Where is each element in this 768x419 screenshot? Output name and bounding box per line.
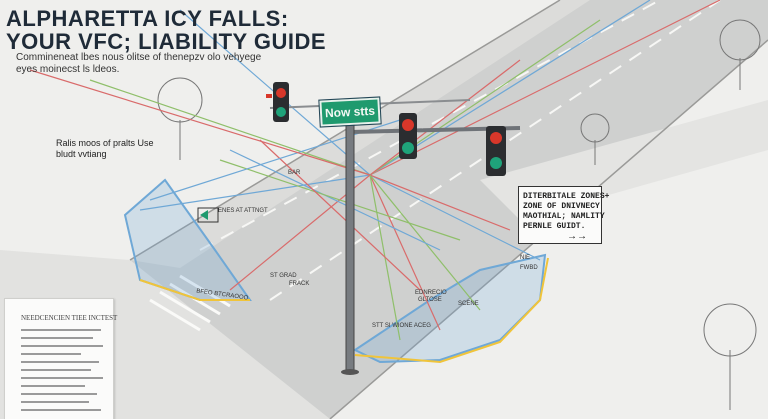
document-text-line xyxy=(21,401,89,403)
page-subtitle-title: YOUR VFC; LIABILITY GUIDE xyxy=(6,29,327,54)
callout-line-1: DITERBITALE ZONES+ xyxy=(523,192,610,201)
road-label: GLTOSE xyxy=(418,297,442,303)
arrow-icon xyxy=(200,210,208,220)
left-note-line-1: Ralis moos of pralts Use xyxy=(56,138,154,148)
road-label: STT SI WIONE ACEG xyxy=(372,323,431,329)
document-text-line xyxy=(21,345,103,347)
road-label: FWBD xyxy=(520,265,538,271)
document-text-line xyxy=(21,369,91,371)
document-text-line xyxy=(21,337,93,339)
document-text-line xyxy=(21,329,101,331)
pole-base xyxy=(341,369,359,375)
signal-pole xyxy=(345,111,355,373)
road-label: ENES AT ATTNGT xyxy=(218,208,268,214)
road-label: FRACK xyxy=(289,281,310,287)
traffic-light-icon xyxy=(399,113,417,159)
document-text-line xyxy=(21,409,101,411)
curb-line xyxy=(129,0,561,261)
arrow-icon: →→ xyxy=(567,231,587,242)
callout-line-2: ZONE OF DNIVNECY xyxy=(523,202,600,211)
traffic-light-icon xyxy=(266,82,289,122)
document-text-line xyxy=(21,377,103,379)
document-text-line xyxy=(21,393,97,395)
callout-line-4: PERNLE GUIDT. xyxy=(523,222,586,231)
left-note-line-2: bludt vvtiang xyxy=(56,149,107,159)
road-label: NIE xyxy=(520,255,531,261)
trajectory-lines xyxy=(29,0,721,341)
page-title: ALPHARETTA ICY FALLS: xyxy=(6,6,289,31)
hazard-zone-left-edge xyxy=(139,279,250,301)
document-preview: NEEDCENCIEN TIEE INCTEST xyxy=(4,298,118,419)
hazard-zone-right-edge xyxy=(354,257,549,364)
traffic-light-icon xyxy=(486,126,506,176)
road-label: EDNRECIO xyxy=(415,290,447,296)
tree-icon xyxy=(580,113,610,165)
main-road xyxy=(20,0,768,419)
intro-text-line-1: Commineneat lbes nous olitse of thenepzv… xyxy=(16,52,262,63)
callout-line-3: MAOTHIAL; NAMLITY xyxy=(523,212,605,221)
document-text-line xyxy=(21,385,85,387)
document-text-line xyxy=(21,353,81,355)
tree-icon xyxy=(703,303,757,410)
road-shoulder xyxy=(130,0,590,268)
road-label: SCENE xyxy=(458,301,479,307)
road-marker-box xyxy=(197,207,219,223)
document-heading: NEEDCENCIEN TIEE INCTEST xyxy=(21,314,118,322)
tree-icon xyxy=(719,19,761,90)
tree-icon xyxy=(157,77,203,160)
road-label: BAR xyxy=(288,170,301,176)
liability-zone-callout: DITERBITALE ZONES+ ZONE OF DNIVNECY MAOT… xyxy=(518,186,609,244)
road-label: ST GRAD xyxy=(270,273,297,279)
document-text-line xyxy=(21,361,99,363)
intro-text-line-2: eyes moinecst ls ldeos. xyxy=(16,64,120,75)
street-name-sign: Now stts xyxy=(318,96,382,128)
